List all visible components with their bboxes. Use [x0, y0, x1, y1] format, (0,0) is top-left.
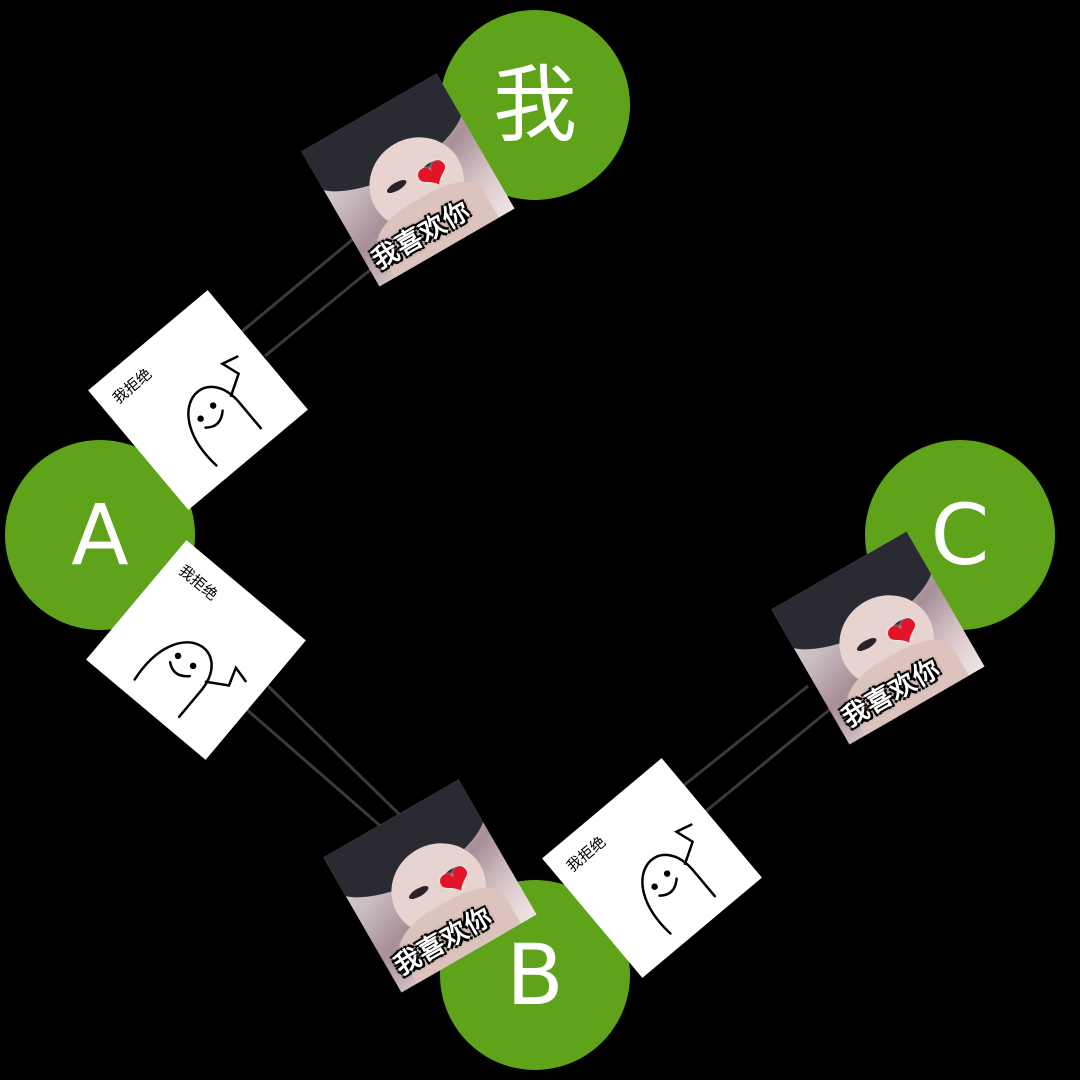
refuse-sticker-me-a: 我拒绝: [88, 290, 308, 510]
node-b-label: B: [506, 926, 564, 1024]
link-me-a-1: [239, 223, 371, 335]
node-me-label: 我: [492, 56, 577, 154]
node-a-label: A: [71, 486, 129, 584]
node-c-label: C: [930, 486, 990, 584]
refuse-doodle-icon: [641, 823, 717, 935]
refuse-doodle-icon: [187, 355, 263, 467]
refuse-doodle-icon: [133, 641, 247, 719]
link-a-b-2: [266, 684, 402, 817]
refuse-sticker-a-b: 我拒绝: [86, 540, 306, 760]
link-b-c-1: [677, 684, 809, 792]
link-a-b-1: [244, 706, 386, 832]
link-b-c-2: [704, 704, 835, 814]
refuse-sticker-b-c: 我拒绝: [542, 758, 762, 978]
